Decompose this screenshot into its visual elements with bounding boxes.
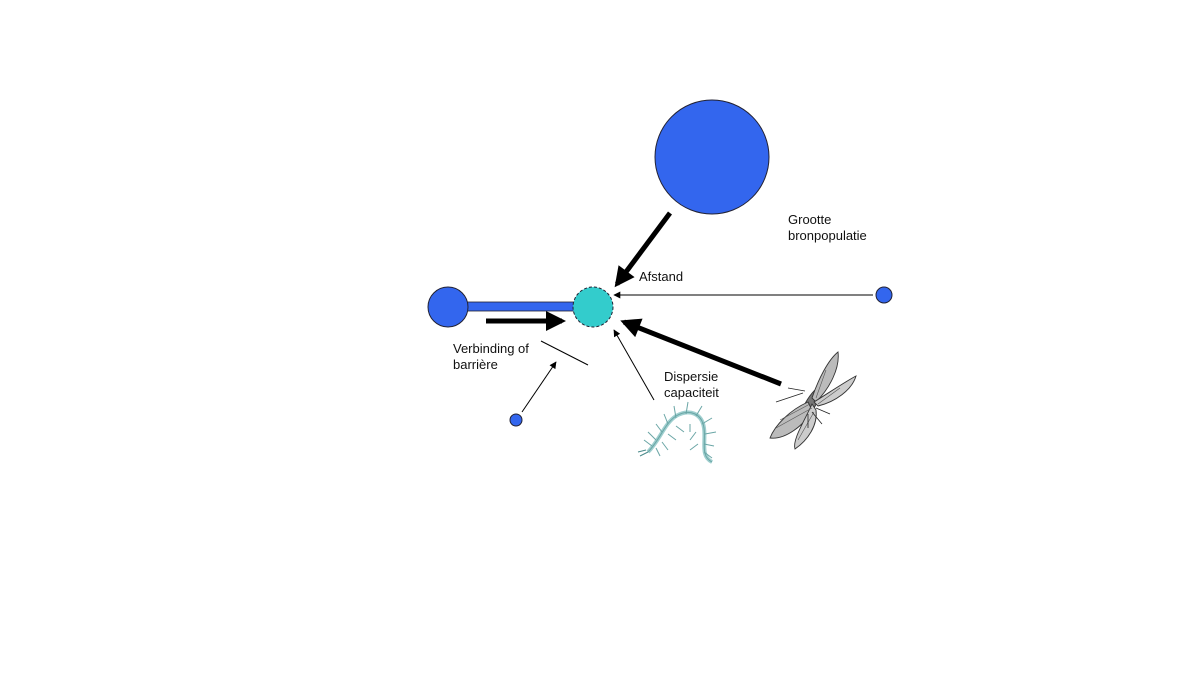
barrier-line: [540, 340, 589, 366]
connection-label: Verbinding of barrière: [453, 341, 529, 373]
source-size-label: Grootte bronpopulatie: [788, 212, 867, 244]
connection-label-line1: Verbinding of: [453, 341, 529, 356]
arrow-from-centipede: [613, 329, 655, 401]
population-left: [427, 286, 469, 328]
source-size-label-line2: bronpopulatie: [788, 228, 867, 243]
connection-label-line2: barrière: [453, 357, 498, 372]
target-population: [572, 286, 614, 328]
arrow-from-source-population: [614, 211, 673, 288]
source-population-large: [654, 99, 770, 215]
arrow-from-small-bottom-population: [521, 361, 557, 413]
distance-label: Afstand: [639, 269, 684, 284]
centipede-icon: [637, 401, 717, 464]
corridor-bar: [461, 301, 577, 312]
population-small-bottom: [509, 413, 523, 427]
arrow-from-insect: [620, 318, 782, 387]
dispersal-label: Dispersie capaciteit: [664, 369, 719, 401]
dispersal-label-line1: Dispersie: [664, 369, 719, 384]
dispersal-label-line2: capaciteit: [664, 385, 719, 400]
caddisfly-icon: [769, 351, 857, 450]
source-size-label-line1: Grootte: [788, 212, 832, 227]
population-small-right: [875, 286, 893, 304]
